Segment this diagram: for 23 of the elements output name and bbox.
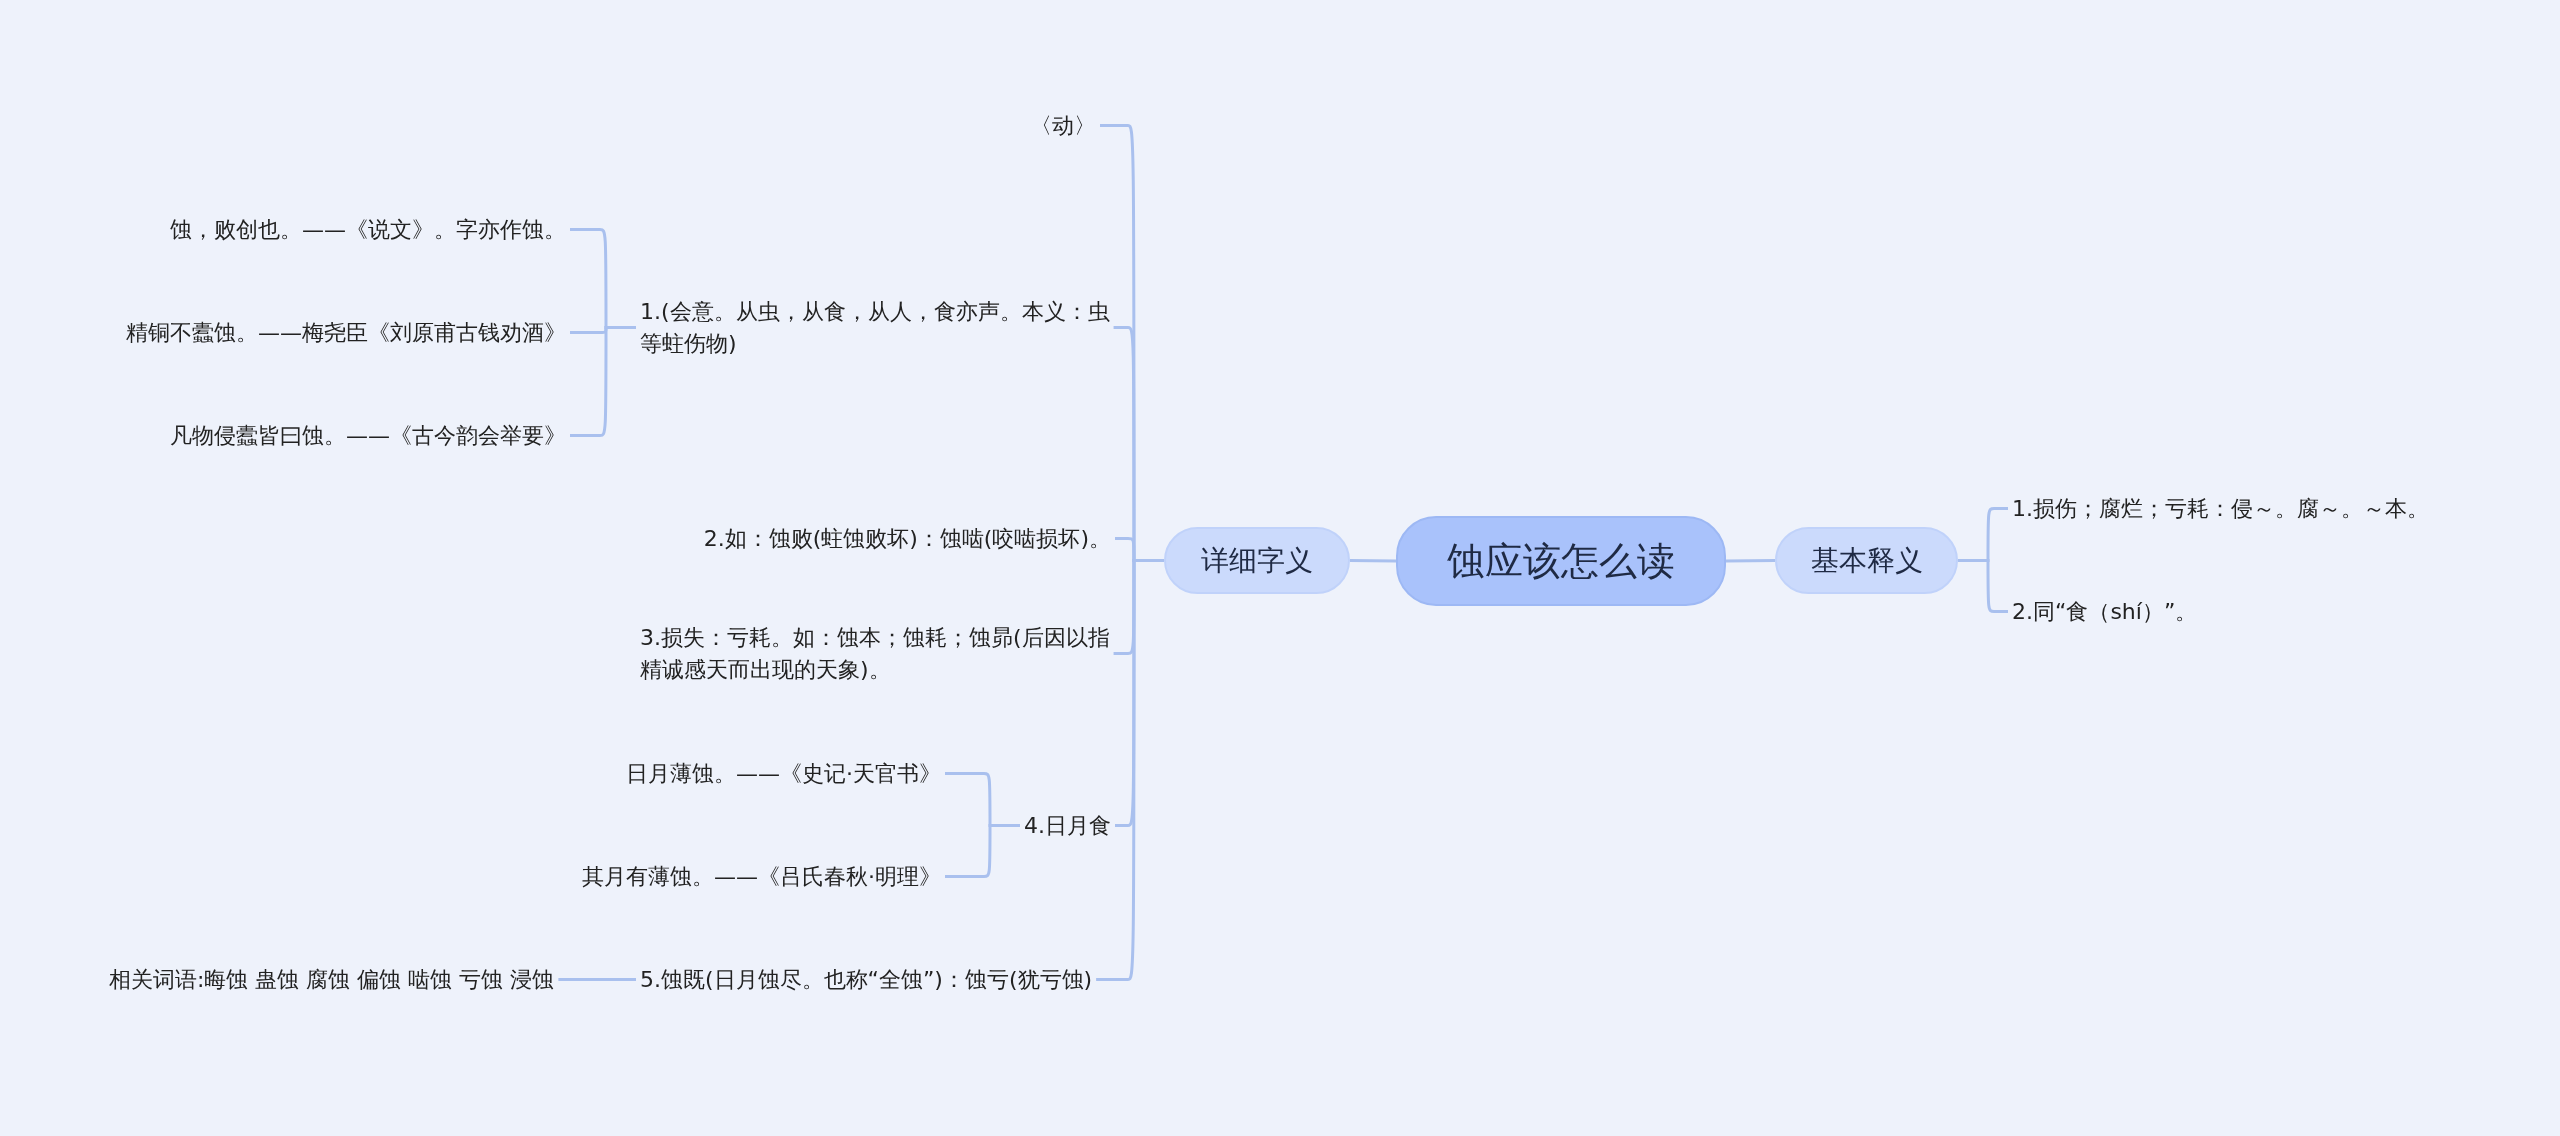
topic-bubble: 基本释义 xyxy=(1775,527,1958,594)
branch-text: 2.同“食（shí）”。 xyxy=(2008,596,2328,628)
topic-bubble: 详细字义 xyxy=(1164,527,1350,594)
branch-text: 2.如：蚀败(蛀蚀败坏)：蚀啮(咬啮损坏)。 xyxy=(630,523,1115,555)
connector-line xyxy=(1726,559,1775,563)
connector-line xyxy=(558,978,636,981)
branch-text: 1.损伤；腐烂；亏耗：侵～。腐～。～本。 xyxy=(2008,493,2528,525)
branch-text: 〈动〉 xyxy=(1000,110,1100,142)
branch-text: 相关词语:晦蚀 蛊蚀 腐蚀 偏蚀 啮蚀 亏蚀 浸蚀 xyxy=(105,964,567,996)
branch-text: 1.(会意。从虫，从食，从人，食亦声。本义：虫等蛀伤物) xyxy=(636,296,1116,360)
branch-text: 4.日月食 xyxy=(1000,810,1115,842)
connector-line xyxy=(1350,559,1396,563)
connector-line xyxy=(1096,559,1164,981)
branch-text: 凡物侵蠹皆曰蚀。——《古今韵会举要》 xyxy=(140,420,570,452)
branch-text: 蚀，败创也。——《说文》。字亦作蚀。 xyxy=(140,214,570,246)
connector-line xyxy=(1958,559,2008,613)
branch-text: 5.蚀既(日月蚀尽。也称“全蚀”)：蚀亏(犹亏蚀) xyxy=(636,964,1116,996)
branch-text: 精铜不蠹蚀。——梅尧臣《刘原甫古钱劝酒》 xyxy=(90,317,570,349)
branch-text: 其月有薄蚀。——《吕氏春秋·明理》 xyxy=(530,861,945,893)
central-topic: 蚀应该怎么读 xyxy=(1396,516,1726,606)
connector-line xyxy=(945,824,1020,878)
branch-text: 3.损失：亏耗。如：蚀本；蚀耗；蚀昴(后因以指精诚感天而出现的天象)。 xyxy=(636,622,1116,686)
branch-text: 日月薄蚀。——《史记·天官书》 xyxy=(560,758,945,790)
